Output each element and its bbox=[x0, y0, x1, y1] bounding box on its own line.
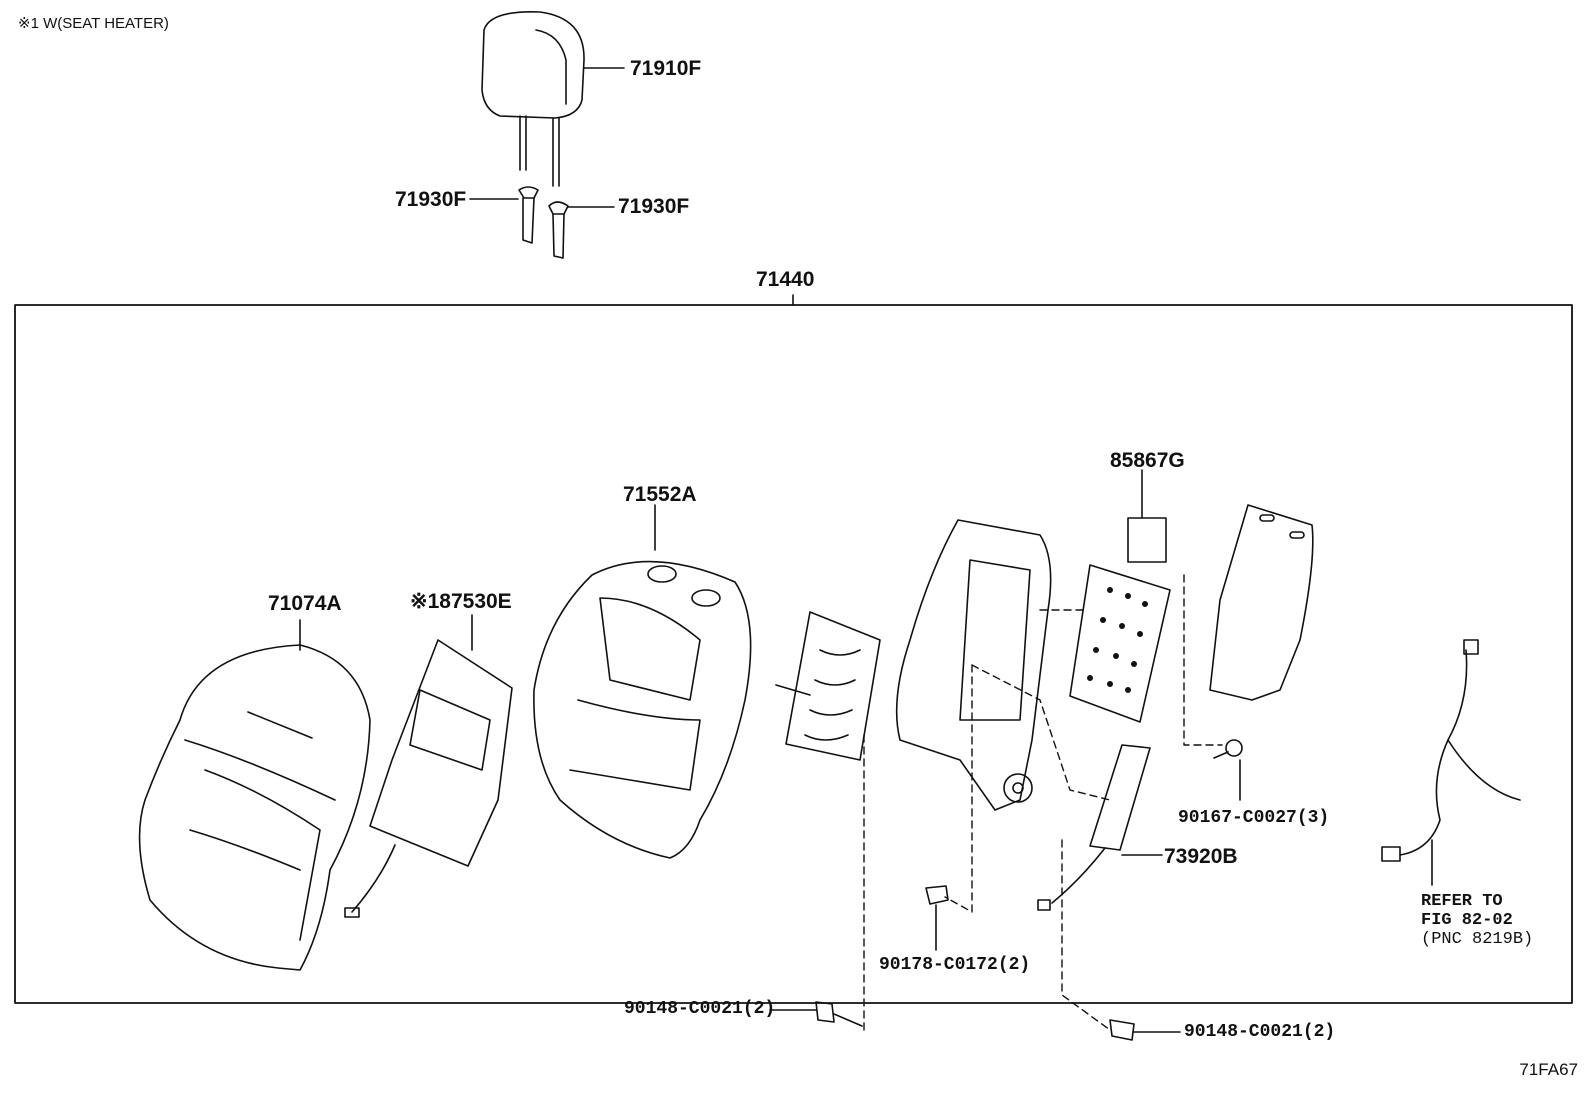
screw-board-drawing bbox=[1213, 739, 1243, 801]
label-71930F-right: 71930F bbox=[618, 195, 690, 218]
refer-note: REFER TO FIG 82-02 (PNC 8219B) bbox=[1421, 892, 1533, 949]
back-panel-drawing bbox=[1209, 504, 1314, 701]
headrest-drawing bbox=[481, 11, 625, 187]
figure-id: 71FA67 bbox=[1519, 1060, 1578, 1079]
nut-drawing bbox=[925, 885, 949, 951]
refer-line-1: REFER TO bbox=[1421, 892, 1503, 911]
label-71930F-left: 71930F bbox=[395, 188, 467, 211]
label-90148-C0021-left: 90148-C0021(2) bbox=[624, 999, 776, 1019]
label-90167-C0027: 90167-C0027(3) bbox=[1178, 808, 1330, 828]
dashed-guides bbox=[863, 574, 1223, 1033]
pad-drawing bbox=[533, 504, 752, 859]
airbag-drawing bbox=[1037, 744, 1163, 911]
label-73920B: 73920B bbox=[1164, 845, 1238, 868]
label-90178-C0172: 90178-C0172(2) bbox=[879, 955, 1031, 975]
label-85867G: 85867G bbox=[1110, 449, 1185, 472]
back-board-drawing bbox=[1069, 469, 1171, 723]
wire-harness-drawing bbox=[1381, 639, 1521, 886]
bolt-right-drawing bbox=[1109, 1019, 1181, 1041]
refer-line-3: (PNC 8219B) bbox=[1421, 930, 1534, 949]
label-71440: 71440 bbox=[756, 268, 815, 291]
label-71074A: 71074A bbox=[268, 592, 342, 615]
refer-line-2: FIG 82-02 bbox=[1421, 911, 1513, 930]
spring-mat-drawing bbox=[775, 611, 881, 761]
label-71910F: 71910F bbox=[630, 57, 702, 80]
bolt-left-drawing bbox=[769, 1001, 863, 1027]
seat-frame-drawing bbox=[895, 519, 1052, 811]
label-87530E: ※187530E bbox=[410, 590, 512, 613]
label-90148-C0021-right: 90148-C0021(2) bbox=[1184, 1022, 1336, 1042]
label-71552A: 71552A bbox=[623, 483, 697, 506]
seat-heater-note: ※1 W(SEAT HEATER) bbox=[18, 15, 169, 32]
support-right-drawing bbox=[548, 201, 615, 259]
heater-drawing bbox=[344, 614, 513, 918]
cover-drawing bbox=[138, 619, 371, 971]
support-left-drawing bbox=[469, 186, 539, 244]
